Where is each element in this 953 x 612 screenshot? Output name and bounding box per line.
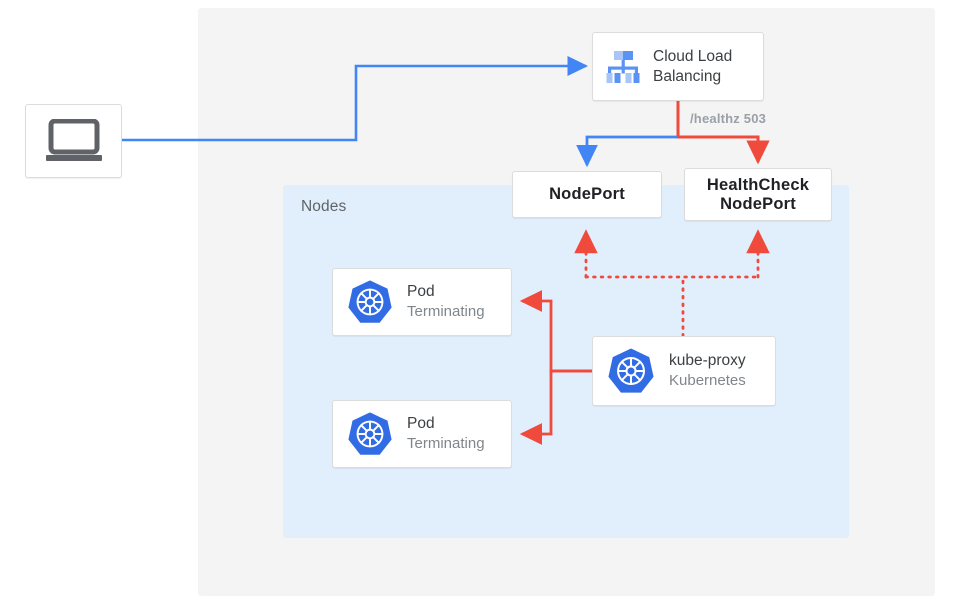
- healthcheck-nodeport-node[interactable]: HealthCheck NodePort: [684, 168, 832, 221]
- kube-proxy-node[interactable]: kube-proxy Kubernetes: [592, 336, 776, 406]
- kube-proxy-text: kube-proxy Kubernetes: [669, 351, 746, 390]
- pod-1-status: Terminating: [407, 303, 485, 321]
- pod-1-text: Pod Terminating: [407, 282, 485, 321]
- pod-2-title: Pod: [407, 415, 435, 433]
- nodeport-label: NodePort: [549, 185, 625, 204]
- kube-proxy-title: kube-proxy: [669, 352, 746, 370]
- kubernetes-icon: [348, 280, 392, 323]
- client-device-node[interactable]: [25, 104, 122, 178]
- healthcheck-nodeport-label-line1: HealthCheck: [706, 176, 810, 195]
- pod-2-text: Pod Terminating: [407, 414, 485, 453]
- kube-proxy-subtitle: Kubernetes: [669, 372, 746, 390]
- cloud-load-balancing-title-line1: Cloud Load: [653, 47, 733, 65]
- cloud-load-balancing-text: Cloud Load Balancing: [653, 47, 732, 87]
- pod-1-title: Pod: [407, 283, 435, 301]
- healthz-edge-label: /healthz 503: [690, 111, 767, 126]
- pod-node-1[interactable]: Pod Terminating: [332, 268, 512, 336]
- nodeport-node[interactable]: NodePort: [512, 171, 662, 218]
- kubernetes-icon: [348, 412, 392, 455]
- nodes-region-label: Nodes: [301, 198, 347, 215]
- healthcheck-nodeport-label: HealthCheck NodePort: [707, 176, 809, 213]
- kubernetes-icon: [608, 348, 654, 393]
- cloud-load-balancing-title-line2: Balancing: [653, 67, 722, 85]
- cloud-load-balancing-icon: [606, 50, 640, 83]
- pod-2-status: Terminating: [407, 435, 485, 453]
- pod-node-2[interactable]: Pod Terminating: [332, 400, 512, 468]
- healthcheck-nodeport-label-line2: NodePort: [720, 194, 796, 213]
- cloud-load-balancing-node[interactable]: Cloud Load Balancing: [592, 32, 764, 101]
- laptop-icon: [45, 119, 102, 161]
